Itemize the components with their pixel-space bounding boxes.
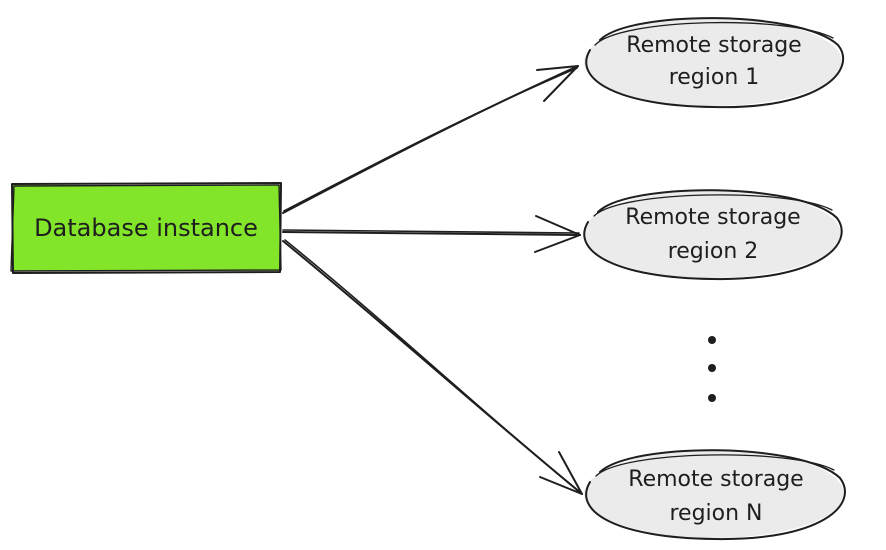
database-instance-label: Database instance bbox=[34, 214, 258, 242]
arrow-to-region-n bbox=[282, 239, 583, 495]
remote-storage-region-1-node: Remote storage region 1 bbox=[584, 17, 844, 109]
region-1-label-line1: Remote storage bbox=[626, 33, 801, 58]
arrow-to-region-1 bbox=[282, 65, 579, 214]
database-instance-node: Database instance bbox=[10, 182, 282, 274]
remote-storage-region-n-node: Remote storage region N bbox=[584, 449, 846, 541]
region-n-label-line1: Remote storage bbox=[628, 467, 803, 492]
arrow-to-region-2 bbox=[282, 215, 581, 253]
remote-storage-region-2-node: Remote storage region 2 bbox=[583, 189, 843, 281]
region-2-label-line1: Remote storage bbox=[625, 205, 800, 230]
region-2-label-line2: region 2 bbox=[668, 239, 759, 264]
region-1-label-line2: region 1 bbox=[669, 65, 760, 90]
region-n-label-line2: region N bbox=[669, 501, 762, 526]
vertical-dots-icon bbox=[708, 336, 716, 402]
